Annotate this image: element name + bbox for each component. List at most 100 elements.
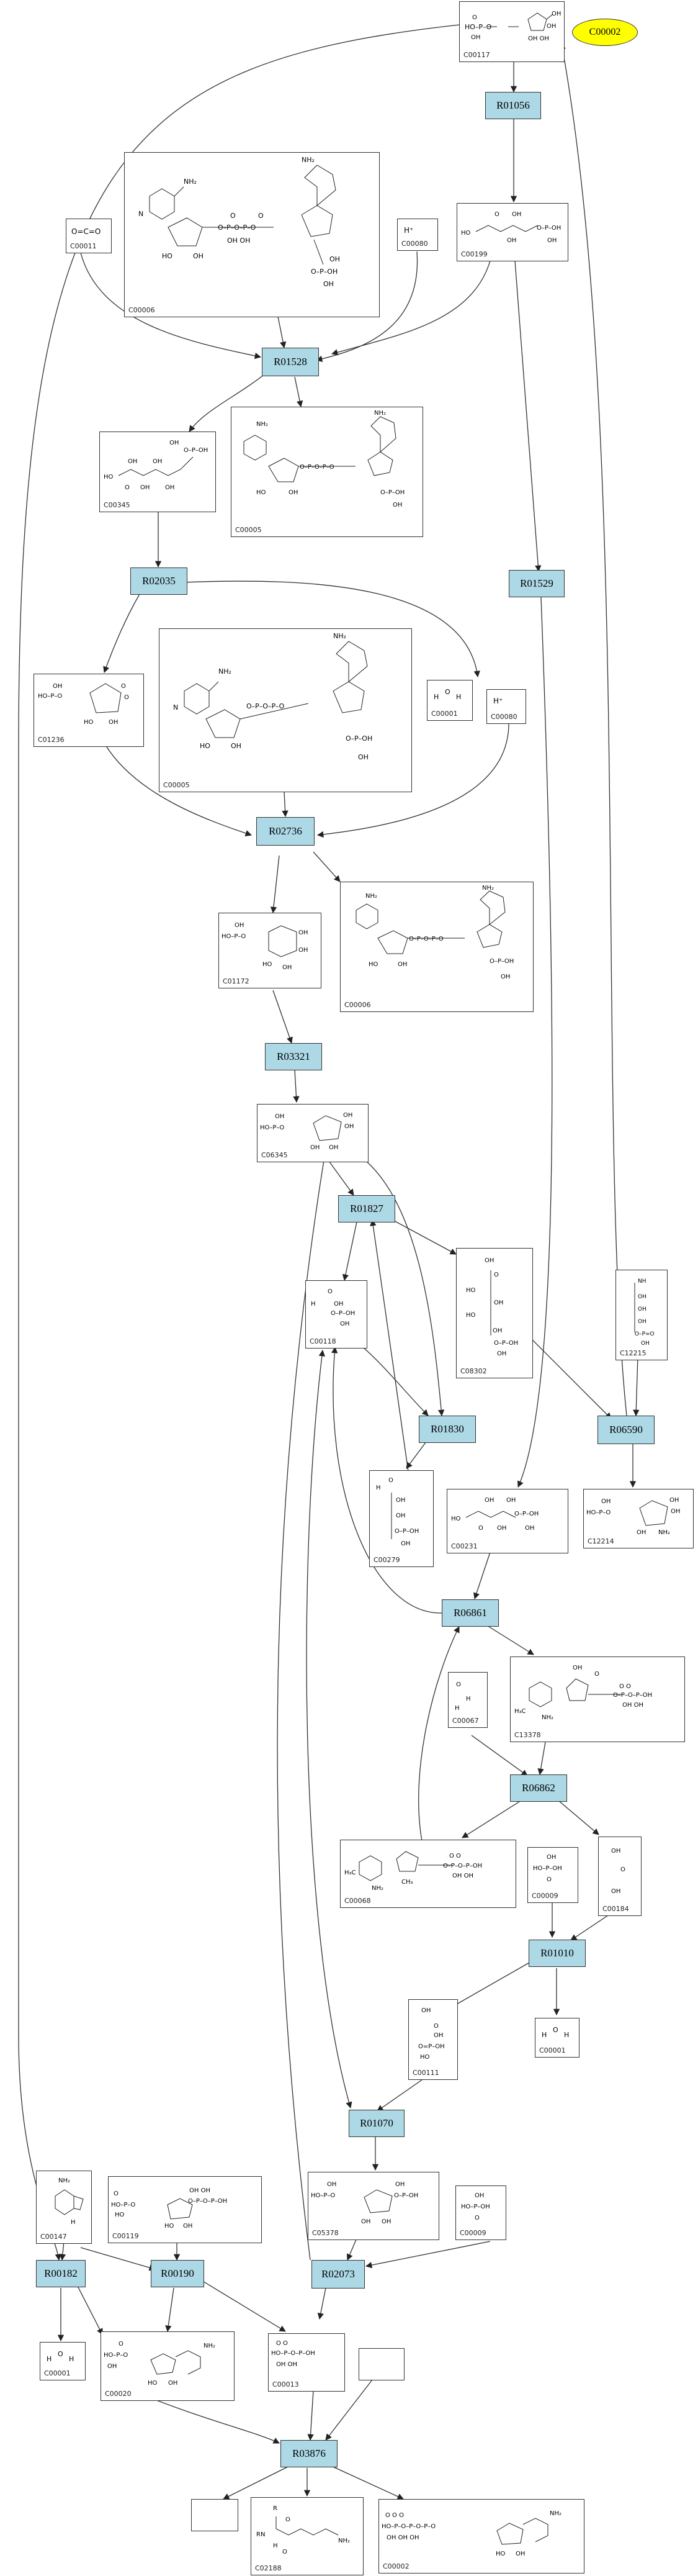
svg-text:NH₂: NH₂ (482, 885, 494, 892)
reaction-r03321[interactable]: R03321 (265, 1043, 322, 1070)
compound-c00011[interactable]: O=C=O C00011 (66, 219, 112, 253)
compound-id: C12215 (620, 1349, 647, 1357)
structure-c00001: HOH (542, 2026, 569, 2039)
edge (223, 2464, 292, 2500)
edge (342, 1221, 357, 1281)
svg-text:O–P–OH: O–P–OH (394, 2192, 418, 2199)
reaction-r03876[interactable]: R03876 (280, 2440, 338, 2467)
edge (307, 2390, 314, 2441)
svg-text:HO: HO (451, 1516, 461, 1522)
reaction-r02073[interactable]: R02073 (311, 2260, 365, 2289)
edge (294, 376, 303, 408)
reaction-r01528[interactable]: R01528 (262, 348, 319, 376)
svg-text:OH: OH (669, 1497, 679, 1504)
svg-text:OH: OH (475, 2192, 484, 2199)
reaction-r00182[interactable]: R00182 (36, 2260, 86, 2287)
reaction-r01070[interactable]: R01070 (349, 2110, 405, 2137)
empty-compound-node[interactable] (359, 2348, 405, 2380)
svg-text:O: O (124, 694, 129, 701)
svg-text:HO: HO (496, 2551, 506, 2557)
svg-text:HO: HO (148, 2380, 158, 2387)
compound-c00080[interactable]: H⁺ C00080 (486, 689, 526, 724)
svg-text:OH: OH (358, 753, 369, 761)
reaction-r01056[interactable]: R01056 (485, 92, 541, 119)
svg-text:H: H (564, 2031, 569, 2039)
reaction-r06590[interactable]: R06590 (597, 1416, 655, 1444)
compound-id: C00020 (105, 2390, 132, 2398)
reaction-r06861[interactable]: R06861 (442, 1599, 499, 1627)
reaction-r01830[interactable]: R01830 (419, 1416, 476, 1443)
reaction-r06862[interactable]: R06862 (510, 1774, 567, 1802)
reaction-r01010[interactable]: R01010 (529, 1940, 586, 1967)
edge (328, 2464, 404, 2500)
compound-c00080[interactable]: H⁺ C00080 (397, 219, 438, 251)
edge (418, 1626, 460, 1842)
compound-id: C06345 (261, 1151, 288, 1159)
svg-text:O–P–O–P–O: O–P–O–P–O (218, 224, 256, 232)
svg-text:H: H (542, 2031, 547, 2039)
structure-c00001: HOH (47, 2350, 74, 2363)
svg-text:H⁺: H⁺ (404, 226, 413, 235)
svg-text:HO–P–O: HO–P–O (586, 1509, 611, 1516)
svg-text:OH: OH (53, 683, 62, 690)
reaction-r01827[interactable]: R01827 (338, 1195, 395, 1222)
compound-id: C00002 (383, 2562, 409, 2570)
compound-id: C00005 (163, 781, 190, 789)
highlighted-compound-c00002[interactable]: C00002 (572, 19, 638, 46)
edge (306, 1349, 352, 2108)
svg-text:H: H (71, 2219, 76, 2226)
reaction-r01529[interactable]: R01529 (509, 570, 565, 597)
edge (328, 1160, 354, 1196)
svg-text:OH: OH (398, 961, 407, 968)
svg-text:OH: OH (310, 1144, 320, 1150)
svg-text:OH: OH (641, 1340, 650, 1347)
reaction-r02736[interactable]: R02736 (256, 817, 315, 846)
empty-compound-node[interactable] (191, 2499, 238, 2531)
svg-text:O: O (119, 2341, 123, 2348)
svg-text:O: O (388, 1477, 393, 1484)
edge (182, 581, 480, 678)
svg-text:NH₂: NH₂ (218, 667, 231, 676)
compound-id: C00080 (401, 240, 428, 248)
edge (483, 1623, 534, 1655)
reaction-r02035[interactable]: R02035 (130, 567, 187, 595)
svg-text:O: O (478, 1525, 483, 1532)
reaction-r00190[interactable]: R00190 (151, 2260, 204, 2287)
